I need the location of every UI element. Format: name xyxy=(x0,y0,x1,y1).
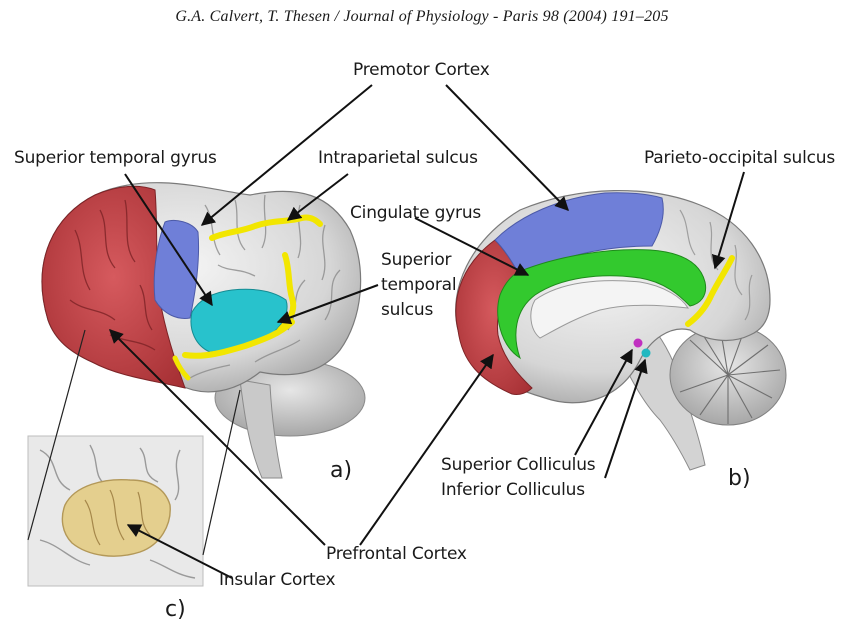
label-sts-line3: sulcus xyxy=(381,300,433,320)
label-superior-temporal-gyrus: Superior temporal gyrus xyxy=(14,148,217,168)
label-sts-line1: Superior xyxy=(381,250,451,270)
panel-label-c: c) xyxy=(165,597,186,622)
label-intraparietal-sulcus: Intraparietal sulcus xyxy=(318,148,478,168)
label-inferior-colliculus: Inferior Colliculus xyxy=(441,480,585,500)
panel-label-a: a) xyxy=(330,458,352,483)
lateral-brain xyxy=(42,183,365,478)
label-insular-cortex: Insular Cortex xyxy=(219,570,335,590)
label-sts-line2: temporal xyxy=(381,275,456,295)
inferior-colliculus-marker xyxy=(642,349,651,358)
label-parieto-occipital-sulcus: Parieto-occipital sulcus xyxy=(644,148,835,168)
label-cingulate-gyrus: Cingulate gyrus xyxy=(350,203,481,223)
label-premotor-cortex: Premotor Cortex xyxy=(353,60,490,80)
panel-label-b: b) xyxy=(728,466,751,491)
premotor-region-lateral xyxy=(154,220,198,318)
superior-colliculus-marker xyxy=(634,339,643,348)
label-superior-colliculus: Superior Colliculus xyxy=(441,455,595,475)
label-prefrontal-cortex: Prefrontal Cortex xyxy=(326,544,467,564)
medial-brain xyxy=(456,191,786,470)
